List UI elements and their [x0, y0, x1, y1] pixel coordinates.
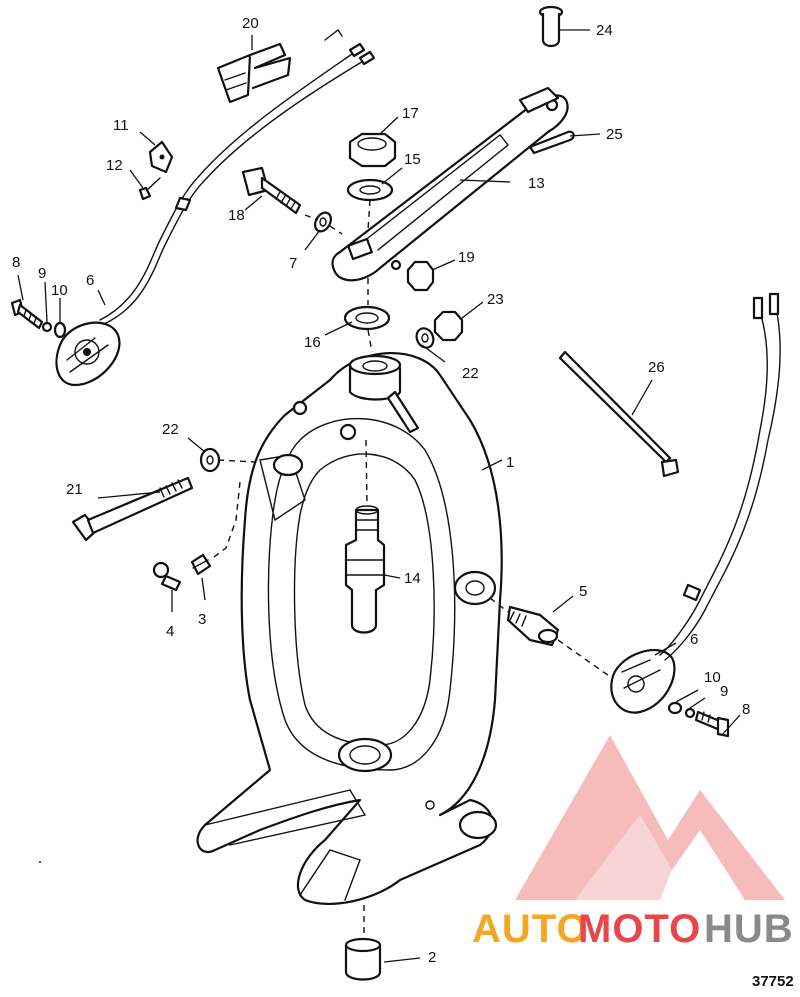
callout-18: 18 — [228, 207, 245, 224]
screw-12 — [138, 177, 161, 201]
pivot-shaft — [344, 505, 386, 634]
callout-7: 7 — [289, 255, 297, 272]
gimbal-housing — [196, 352, 503, 906]
washer-lower — [343, 305, 391, 331]
wire-harness-left — [99, 28, 376, 325]
washer-10-left — [53, 321, 67, 339]
callout-8-left: 8 — [12, 254, 20, 271]
callout-10-left: 10 — [51, 282, 68, 299]
nut-19 — [406, 260, 435, 292]
callout-20: 20 — [242, 15, 259, 32]
bolt-18 — [241, 166, 302, 215]
bolt-21 — [71, 476, 194, 542]
steering-lever — [331, 86, 569, 282]
washer-22-upper — [415, 327, 435, 349]
callout-22-left: 22 — [162, 421, 179, 438]
pivot-pin — [538, 5, 564, 48]
callout-6-right: 6 — [690, 631, 698, 648]
callout-labels: 1 2 3 4 5 6 6 7 8 8 9 9 10 10 11 12 13 1… — [12, 15, 750, 966]
callout-1: 1 — [506, 454, 514, 471]
callout-22-right: 22 — [462, 365, 479, 382]
sensor-left — [55, 321, 121, 387]
fitting-3 — [190, 553, 212, 576]
callout-11: 11 — [113, 117, 129, 134]
screw-8-right — [694, 710, 730, 738]
callout-25: 25 — [606, 126, 623, 143]
washer-7 — [314, 211, 332, 233]
callout-12: 12 — [106, 157, 123, 174]
callout-17: 17 — [402, 105, 419, 122]
callout-14: 14 — [404, 570, 421, 587]
callout-8-right: 8 — [742, 701, 750, 718]
bushing — [344, 937, 382, 981]
assembly-lines — [209, 199, 613, 938]
callout-4: 4 — [166, 623, 174, 640]
callout-16: 16 — [304, 334, 321, 351]
callout-26: 26 — [648, 359, 665, 376]
leader-lines — [17, 29, 741, 963]
callout-21: 21 — [66, 481, 83, 498]
callout-19: 19 — [458, 249, 475, 266]
callout-2: 2 — [428, 949, 436, 966]
clip-20 — [216, 42, 292, 104]
callout-23: 23 — [487, 291, 504, 308]
locknut — [348, 132, 397, 168]
watermark-word-auto: AUTO — [472, 907, 589, 951]
callout-24: 24 — [596, 22, 613, 39]
washer-9-right — [684, 707, 696, 719]
callout-13: 13 — [528, 175, 545, 192]
watermark-text: AUTO MOTO HUB — [472, 907, 794, 951]
callout-6-left: 6 — [86, 272, 94, 289]
tie-strap — [558, 350, 680, 478]
callout-15: 15 — [404, 151, 421, 168]
callout-10-right: 10 — [704, 669, 721, 686]
screw-8-left — [10, 298, 44, 330]
wire-harness-right — [659, 292, 781, 661]
washer-upper — [346, 178, 394, 202]
callout-3: 3 — [198, 611, 206, 628]
watermark-word-hub: HUB — [704, 907, 794, 951]
clip-4 — [152, 561, 182, 592]
nut-23 — [433, 310, 464, 342]
watermark-logo — [515, 735, 785, 900]
bracket-11 — [148, 140, 174, 174]
watermark-word-moto: MOTO — [578, 907, 701, 951]
washer-22-lower — [199, 447, 221, 473]
trim-sender-shaft — [506, 605, 560, 647]
callout-9-right: 9 — [720, 683, 728, 700]
sensor-right — [610, 648, 676, 714]
callout-9-left: 9 — [38, 265, 46, 282]
washer-9-left — [41, 321, 53, 333]
callout-5: 5 — [579, 583, 587, 600]
diagram-reference-number: 37752 — [752, 973, 794, 990]
washer-10-right — [667, 701, 683, 715]
stray-dot — [39, 861, 41, 863]
